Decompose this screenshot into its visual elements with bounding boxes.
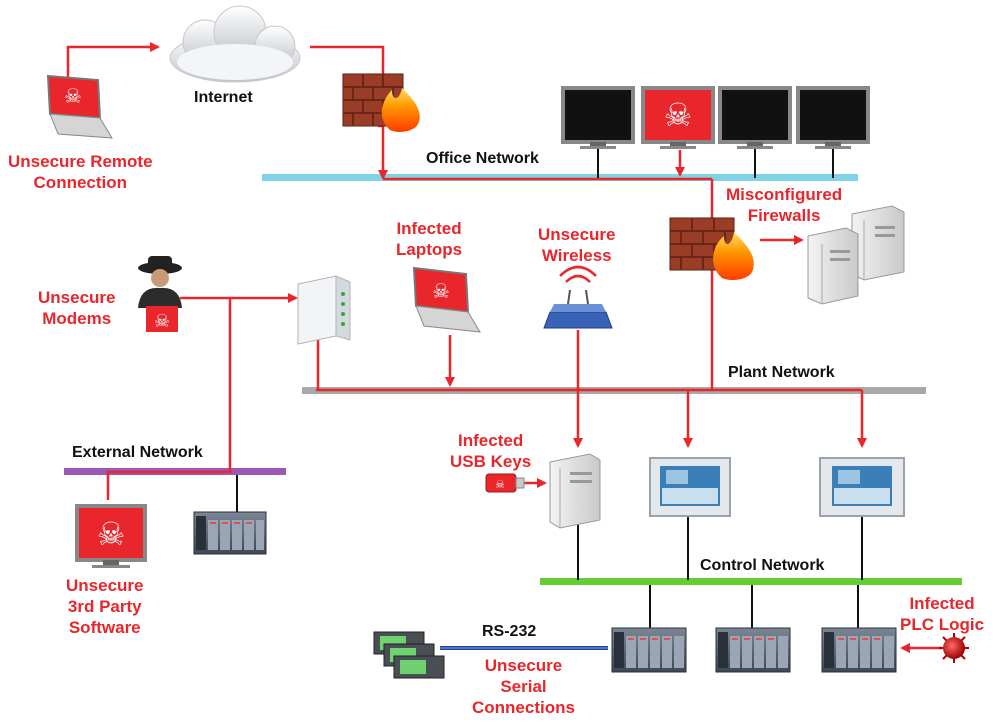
rs232-label: RS-232	[482, 623, 537, 640]
svg-text:☠: ☠	[495, 479, 505, 491]
cloud-icon	[169, 5, 301, 83]
misconfigured-firewall-icon	[669, 217, 754, 280]
hacker-icon: ☠	[138, 256, 182, 332]
label-line: Serial	[500, 677, 547, 696]
label-line: Infected	[396, 219, 462, 238]
svg-text:☠: ☠	[664, 97, 693, 133]
external-network-label: External Network	[72, 444, 203, 461]
label-line: Connections	[472, 698, 575, 717]
plant-network-label: Plant Network	[728, 364, 835, 381]
serial-panel-icon	[373, 631, 445, 679]
unsecure-modems-label: Unsecure Modems	[38, 287, 115, 329]
label-line: Connection	[33, 173, 128, 192]
label-line: Modems	[42, 309, 112, 328]
infected-plc-logic-label: Infected PLC Logic	[900, 593, 984, 635]
internet-label: Internet	[194, 89, 253, 106]
misconfigured-firewalls-label: Misconfigured Firewalls	[726, 184, 842, 226]
svg-text:☠: ☠	[97, 516, 126, 552]
control-network-label: Control Network	[700, 557, 825, 574]
svg-text:☠: ☠	[64, 86, 82, 108]
control-network-bus	[540, 578, 962, 585]
label-line: Infected	[909, 594, 975, 613]
network-links	[236, 148, 863, 628]
infected-monitor-icon: ☠	[75, 504, 147, 568]
label-line: Laptops	[396, 240, 463, 259]
monitor-icon	[561, 86, 635, 149]
label-line: Misconfigured	[726, 185, 843, 204]
label-line: Unsecure	[66, 576, 144, 595]
infected-laptop-icon: ☠	[412, 266, 481, 333]
svg-text:☠: ☠	[154, 311, 170, 331]
svg-text:☠: ☠	[432, 281, 450, 303]
monitor-icon	[796, 86, 870, 149]
office-network-label: Office Network	[426, 150, 539, 167]
label-line: Unsecure	[538, 225, 616, 244]
hmi-panel-icon	[819, 457, 905, 517]
hmi-panel-icon	[649, 457, 731, 517]
label-line: 3rd Party	[67, 597, 142, 616]
plc-rack-icon	[821, 627, 897, 673]
monitor-icon	[718, 86, 792, 149]
office-network-bus	[262, 174, 858, 181]
virus-icon	[939, 633, 969, 663]
label-line: Software	[68, 618, 141, 637]
firewall-icon	[342, 73, 420, 132]
infected-monitor-icon: ☠	[641, 86, 715, 149]
server-icon	[807, 227, 859, 305]
infected-usb-keys-label: Infected USB Keys	[450, 430, 531, 472]
plc-rack-icon	[715, 627, 791, 673]
server-icon	[851, 205, 905, 281]
usb-key-icon: ☠	[485, 473, 525, 493]
unsecure-serial-connections-label: Unsecure Serial Connections	[472, 655, 575, 718]
plc-rack-icon	[193, 511, 267, 555]
plc-rack-icon	[611, 627, 687, 673]
label-line: Unsecure Remote	[8, 152, 153, 171]
label-line: PLC Logic	[900, 615, 985, 634]
threat-links	[66, 42, 942, 653]
infected-laptop-icon: ☠	[46, 74, 113, 139]
modem-icon	[297, 275, 351, 345]
infected-laptops-label: Infected Laptops	[396, 218, 462, 260]
label-line: Infected	[458, 431, 524, 450]
wireless-router-icon	[543, 265, 613, 329]
unsecure-remote-connection-label: Unsecure Remote Connection	[8, 151, 153, 193]
label-line: USB Keys	[450, 452, 532, 471]
label-line: Unsecure	[38, 288, 116, 307]
unsecure-wireless-label: Unsecure Wireless	[538, 224, 615, 266]
label-line: Wireless	[541, 246, 612, 265]
unsecure-3rd-party-software-label: Unsecure 3rd Party Software	[66, 575, 143, 638]
workstation-icon	[549, 453, 601, 529]
label-line: Unsecure	[484, 656, 563, 675]
label-line: Firewalls	[747, 206, 821, 225]
